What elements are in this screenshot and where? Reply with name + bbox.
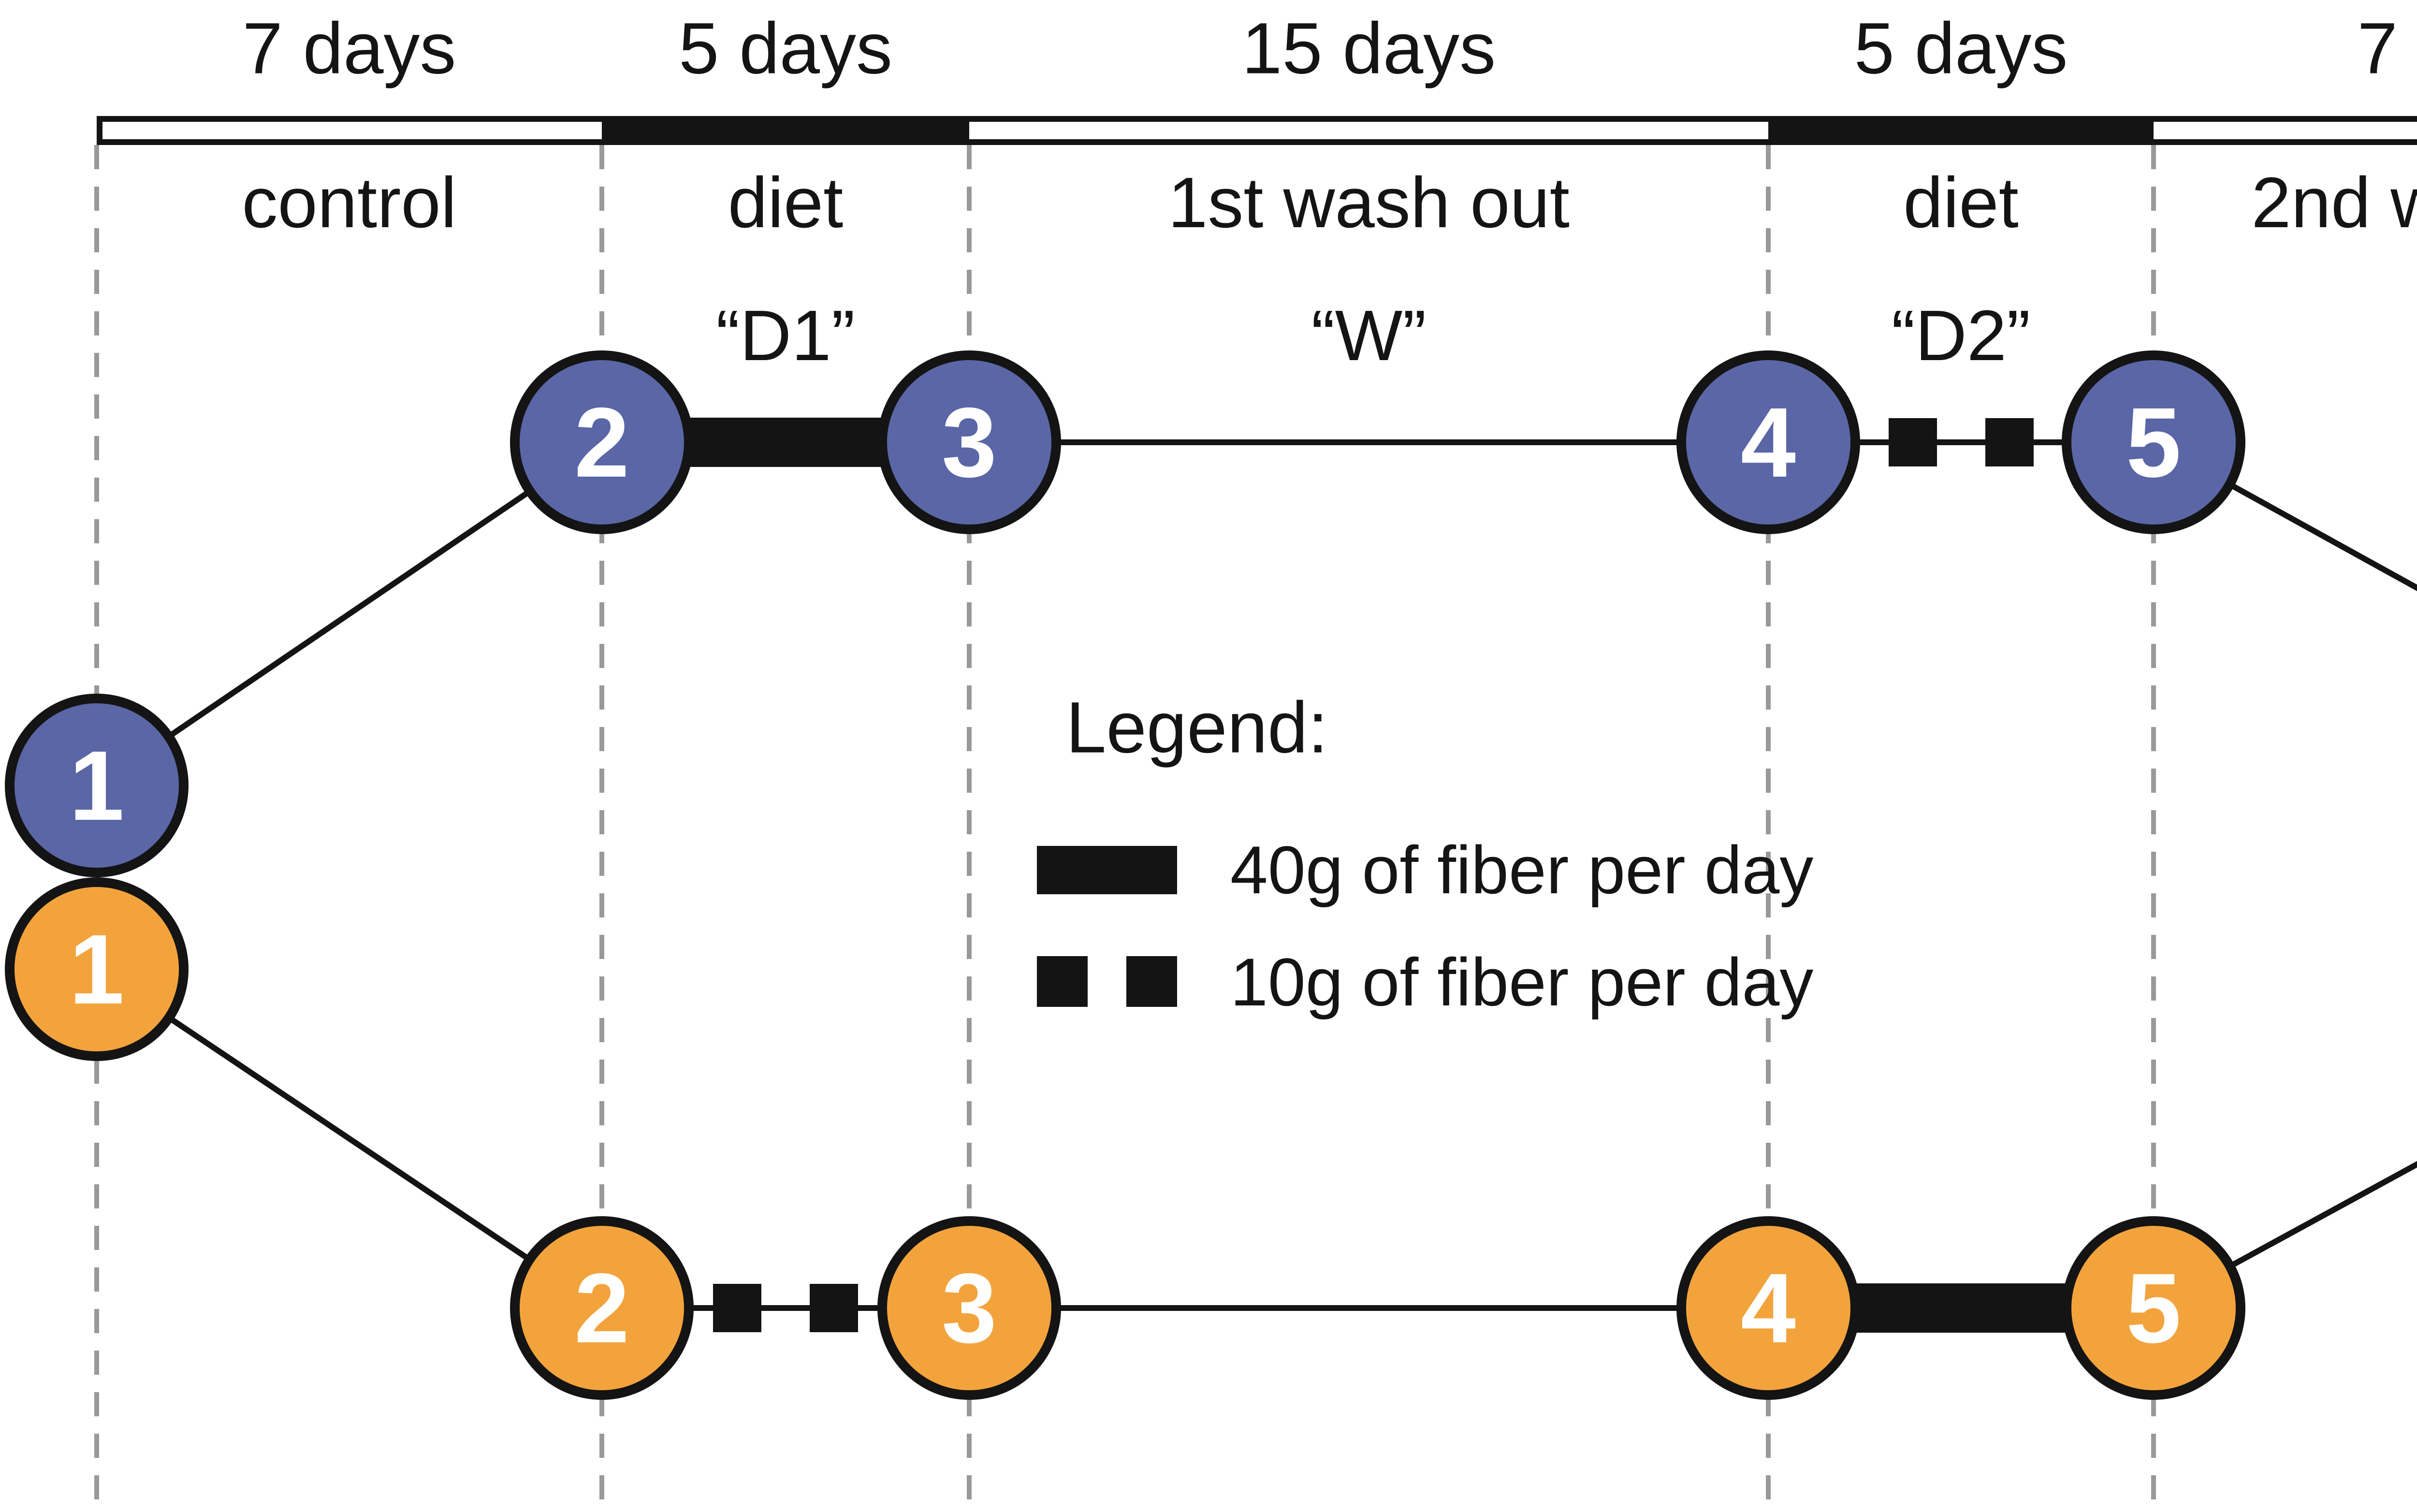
timeline-bar-diet-segment (1768, 116, 2154, 145)
connector-line (969, 1305, 1768, 1311)
timepoint-circle-top-arm-4: 4 (1676, 350, 1860, 534)
legend-swatch-10g-square-icon (1126, 956, 1177, 1007)
phase-name-label: 2nd wash out (2251, 163, 2417, 243)
phase-name-label: 1st wash out (1168, 163, 1570, 243)
phase-duration-label: 15 days (1241, 7, 1496, 89)
legend-swatch-10g-square-icon (1037, 956, 1088, 1007)
legend-item-label: 10g of fiber per day (1230, 944, 1814, 1020)
phase-name-label: diet (1903, 163, 2019, 243)
timepoint-circle-top-arm-1: 1 (5, 694, 189, 877)
legend-swatch-40g-bar-icon (1037, 846, 1177, 894)
phase-code-label: “D2” (1891, 296, 2031, 376)
legend-title: Legend: (1066, 686, 1328, 768)
phase-duration-label: 7 days (242, 7, 456, 89)
timepoint-number: 2 (574, 1252, 629, 1364)
timepoint-number: 3 (941, 387, 997, 498)
timepoint-circle-bottom-arm-4: 4 (1676, 1216, 1860, 1400)
timepoint-circle-bottom-arm-2: 2 (510, 1216, 694, 1400)
timepoint-number: 2 (574, 387, 629, 498)
connector-square-10g (810, 1284, 858, 1332)
connector-square-10g (713, 1284, 761, 1332)
phase-name-label: control (242, 163, 457, 243)
timepoint-circle-bottom-arm-3: 3 (877, 1216, 1061, 1400)
phase-name-label: diet (728, 163, 844, 243)
timepoint-number: 3 (941, 1252, 997, 1364)
timepoint-circle-top-arm-2: 2 (510, 350, 694, 534)
timepoint-circle-top-arm-5: 5 (2062, 350, 2245, 534)
phase-boundary-dashed-line (599, 145, 604, 1512)
connector-line (1768, 439, 2154, 445)
phase-duration-label: 7 days (2357, 7, 2417, 89)
phase-code-label: “D1” (716, 296, 855, 376)
phase-duration-label: 5 days (679, 7, 892, 89)
timepoint-circle-bottom-arm-5: 5 (2062, 1216, 2245, 1400)
timeline-bar-diet-segment (602, 116, 969, 145)
legend-item-label: 40g of fiber per day (1230, 832, 1814, 908)
phase-boundary-dashed-line (967, 145, 972, 1512)
timepoint-number: 4 (1740, 387, 1796, 498)
connector-square-10g (1888, 418, 1937, 466)
phase-boundary-dashed-line (2151, 145, 2156, 1512)
timepoint-number: 5 (2126, 387, 2181, 498)
connector-square-10g (1985, 418, 2034, 466)
timepoint-number: 1 (69, 730, 124, 841)
timepoint-number: 5 (2126, 1252, 2181, 1364)
timepoint-circle-bottom-arm-1: 1 (5, 877, 189, 1061)
phase-code-label: “W” (1311, 296, 1427, 376)
phase-duration-label: 5 days (1854, 7, 2068, 89)
timepoint-number: 4 (1740, 1252, 1796, 1364)
connector-line (969, 439, 1768, 445)
phase-boundary-dashed-line (1766, 145, 1771, 1512)
timepoint-number: 1 (69, 914, 124, 1025)
timepoint-circle-top-arm-3: 3 (877, 350, 1061, 534)
